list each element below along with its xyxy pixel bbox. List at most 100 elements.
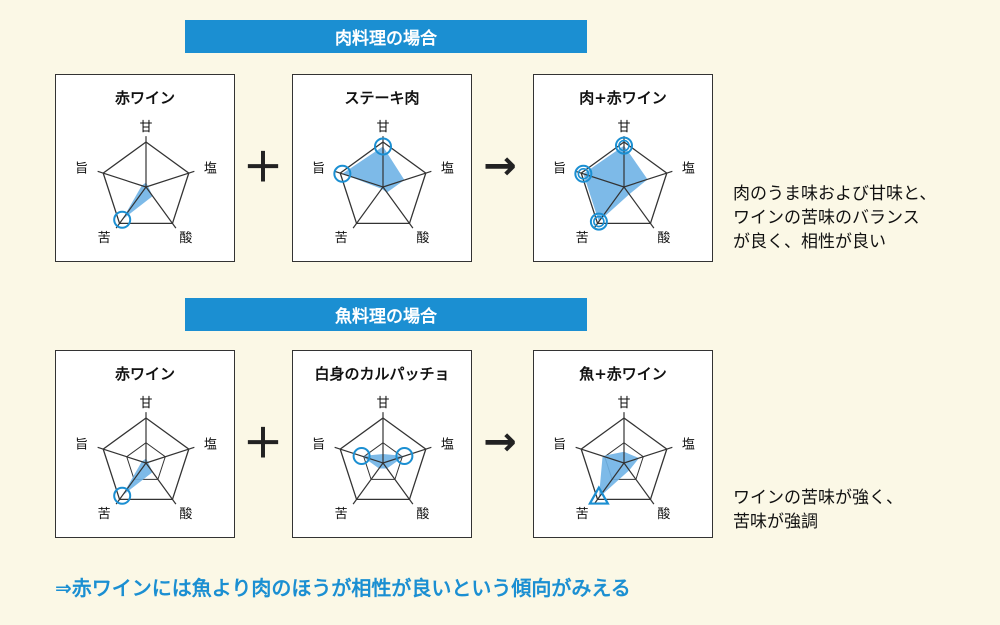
axis-label: 酸 [179, 507, 192, 522]
axis-label: 甘 [376, 396, 389, 411]
marker-triangle [587, 485, 610, 505]
section-banner-meat: 肉料理の場合 [185, 20, 587, 53]
radar-outline [102, 141, 190, 225]
axis-label: 苦 [335, 230, 348, 246]
radar-spoke [593, 186, 625, 229]
axis-label: 甘 [139, 120, 152, 135]
description-line: 肉のうま味および甘味と、 [733, 184, 937, 204]
axis-label: 塩 [682, 437, 695, 452]
description-meat: 肉のうま味および甘味と、 ワインの苦味のバランス が良く、相性が良い [733, 182, 936, 254]
marker-circle [395, 447, 414, 466]
radar-spoke [334, 446, 384, 464]
marker-circle [615, 136, 633, 155]
axis-label: 旨 [75, 437, 88, 452]
radar-panel-fish-red-wine: 魚+赤ワイン 甘塩酸苦旨 [533, 350, 713, 538]
radar-outline [339, 417, 427, 501]
radar-spoke [145, 170, 195, 188]
marker-inner-circle [577, 167, 590, 180]
axis-label: 甘 [617, 396, 630, 411]
marker-circle [374, 137, 392, 156]
radar-spoke [575, 170, 625, 188]
radar-chart: 甘塩酸 苦 旨 [553, 120, 695, 246]
radar-panel-meat-red-wine: 肉+赤ワイン 甘塩酸 苦 旨 [533, 74, 713, 262]
marker-circle [352, 447, 371, 466]
radar-chart: 甘塩酸 苦 旨 [312, 120, 454, 246]
plus-operator: ＋ [243, 145, 283, 191]
panel-title: 肉+赤ワイン [579, 89, 667, 107]
marker-circle [589, 212, 608, 231]
radar-outline [580, 417, 668, 501]
panel-title: 白身のカルパッチョ [314, 365, 450, 383]
axis-label: 旨 [75, 161, 88, 176]
radar-chart: 甘塩酸 苦 旨 [312, 396, 454, 522]
radar-inner-ring [126, 442, 166, 480]
radar-spoke [352, 186, 384, 229]
radar-spoke [115, 186, 147, 229]
radar-data-area [122, 182, 153, 220]
radar-chart: 甘塩酸 苦 旨 [75, 120, 217, 246]
axis-label: 苦 [98, 230, 111, 246]
axis-label: 旨 [553, 437, 566, 452]
axis-label: 塩 [441, 161, 454, 176]
radar-spoke [382, 446, 432, 464]
axis-label: 旨 [312, 437, 325, 452]
axis-label: 苦 [576, 506, 589, 522]
radar-data-area [598, 451, 639, 498]
description-line: ワインの苦味が強く、 [733, 488, 903, 508]
marker-circle [113, 210, 132, 229]
axis-label: 酸 [416, 507, 429, 522]
axis-label: 甘 [617, 120, 630, 135]
radar-inner-ring [363, 442, 403, 480]
axis-label: 酸 [416, 231, 429, 246]
marker-inner-circle [593, 215, 605, 228]
conclusion-text: ⇒赤ワインには魚より肉のほうが相性が良いという傾向がみえる [55, 576, 631, 600]
marker-inner-circle [618, 139, 630, 152]
marker-circle [333, 164, 352, 183]
axis-label: 旨 [553, 161, 566, 176]
radar-chart: 甘塩酸 苦 旨 [553, 396, 695, 522]
radar-spoke [352, 462, 384, 505]
radar-spoke [382, 462, 414, 505]
axis-label: 苦 [335, 506, 348, 522]
radar-data-area [342, 146, 405, 193]
plus-operator: ＋ [243, 421, 283, 467]
panel-title: 赤ワイン [114, 89, 175, 107]
axis-label: 塩 [441, 437, 454, 452]
axis-label: 苦 [98, 506, 111, 522]
axis-label: 苦 [576, 230, 589, 246]
radar-spoke [575, 446, 625, 464]
axis-label: 酸 [657, 507, 670, 522]
radar-spoke [115, 462, 147, 505]
axis-label: 塩 [204, 437, 217, 452]
radar-spoke [97, 170, 147, 188]
radar-spoke [382, 186, 414, 229]
radar-panel-carpaccio: 白身のカルパッチョ 甘塩酸 苦 旨 [292, 350, 472, 538]
axis-label: 酸 [657, 231, 670, 246]
axis-label: 酸 [179, 231, 192, 246]
arrow-operator: → [483, 419, 517, 465]
radar-panel-red-wine: 赤ワイン 甘塩酸 苦 旨 [55, 74, 235, 262]
description-line: ワインの苦味のバランス [733, 208, 920, 228]
radar-panel-red-wine: 赤ワイン 甘塩酸苦旨 [55, 350, 235, 538]
axis-label: 甘 [376, 120, 389, 135]
marker-circle [574, 164, 593, 183]
description-fish: ワインの苦味が強く、 苦味が強調 [733, 486, 903, 534]
panel-title: 赤ワイン [114, 365, 175, 383]
radar-spoke [145, 186, 177, 229]
arrow-operator: → [483, 143, 517, 189]
radar-spoke [623, 462, 655, 505]
axis-label: 旨 [312, 161, 325, 176]
panel-title: ステーキ肉 [344, 89, 420, 107]
radar-inner-ring [604, 442, 644, 480]
radar-outline [102, 417, 190, 501]
section-banner-fish: 魚料理の場合 [185, 298, 587, 331]
radar-spoke [623, 186, 655, 229]
radar-data-area [122, 458, 153, 496]
description-line: 苦味が強調 [733, 512, 818, 532]
radar-spoke [145, 462, 177, 505]
axis-label: 塩 [682, 161, 695, 176]
marker-circle [113, 486, 132, 505]
radar-spoke [623, 170, 673, 188]
axis-label: 塩 [204, 161, 217, 176]
